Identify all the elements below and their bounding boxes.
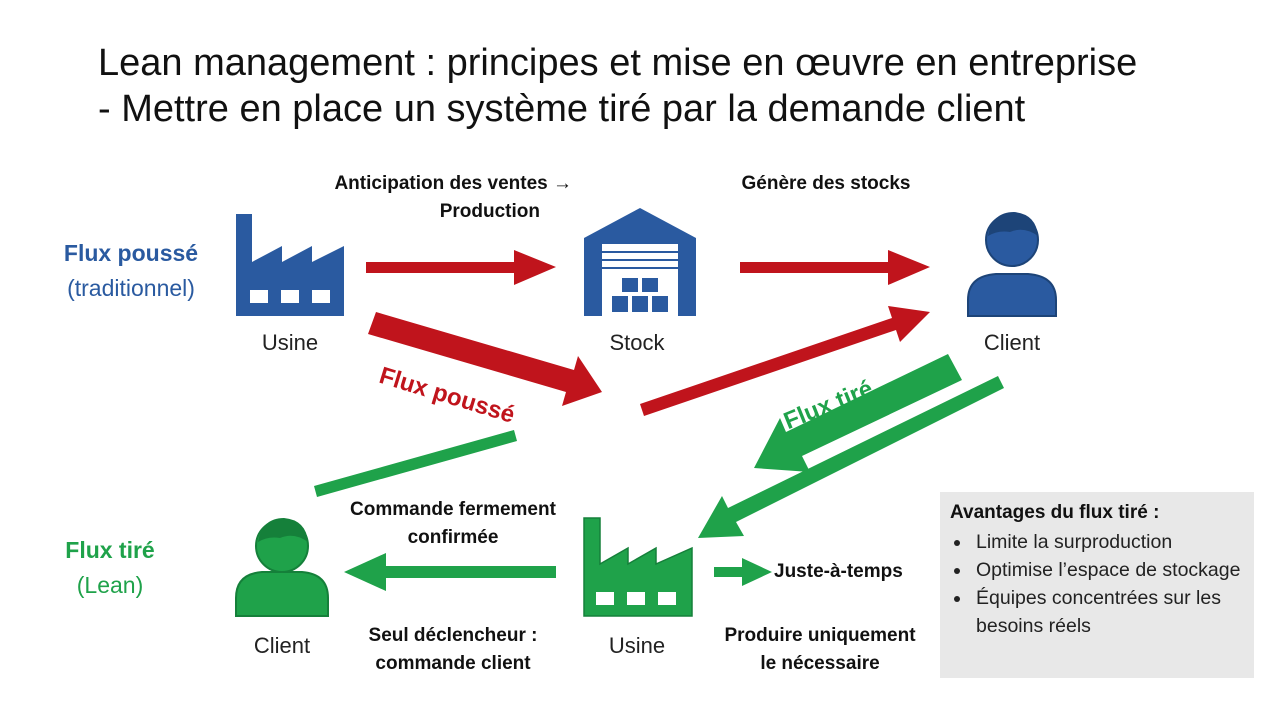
produire-line-1: Produire uniquement [724, 625, 916, 646]
push-diagonal-thin-arrow [640, 306, 930, 416]
benefit-item: Limite la surproduction [972, 528, 1244, 556]
pull-client-label: Client [253, 633, 311, 658]
commande-line-2: confirmée [407, 527, 499, 548]
anticipation-line-1: Anticipation des ventes → [334, 173, 572, 194]
push-flow-title: Flux poussé [63, 240, 199, 266]
declencheur-label: Seul déclencheur : commande client [340, 622, 566, 678]
page-title-line-2: - Mettre en place un système tiré par la… [98, 88, 1026, 130]
benefits-list: Limite la surproduction Optimise l’espac… [950, 528, 1244, 640]
page-title: Lean management : principes et mise en œ… [98, 40, 1248, 132]
commande-line-1: Commande fermement [350, 499, 556, 520]
anticipation-label: Anticipation des ventes → Production [296, 170, 572, 226]
pull-diagonal-thin-arrow [698, 376, 1004, 538]
page-title-line-1: Lean management : principes et mise en œ… [98, 42, 1138, 84]
pull-factory-label: Usine [608, 633, 666, 658]
benefits-title: Avantages du flux tiré : [950, 502, 1160, 523]
pull-factory-icon [583, 517, 693, 617]
stock-label: Stock [609, 330, 665, 355]
genere-stocks-label: Génère des stocks [741, 173, 911, 194]
pull-flow-subtitle: (Lean) [76, 572, 144, 598]
pull-arrow-juste-a-temps [714, 558, 772, 586]
benefit-item: Optimise l’espace de stockage [972, 556, 1244, 584]
push-client-label: Client [983, 330, 1041, 355]
push-flow-subtitle: (traditionnel) [67, 275, 195, 301]
declencheur-line-2: commande client [375, 653, 531, 674]
pull-diagonal-thick-arrow [754, 354, 962, 472]
pull-thin-line-to-client [314, 430, 517, 497]
anticipation-line-2: Production [439, 201, 540, 222]
pull-arrow-factory-to-client [344, 553, 556, 591]
push-arrow-factory-to-stock [366, 250, 556, 285]
pull-flow-title: Flux tiré [65, 537, 155, 563]
benefits-box: Avantages du flux tiré : Limite la surpr… [940, 492, 1254, 678]
produire-line-2: le nécessaire [760, 653, 880, 674]
push-factory-icon [236, 214, 344, 316]
pull-client-icon [235, 518, 329, 617]
benefit-item: Équipes concentrées sur les besoins réel… [972, 584, 1244, 640]
push-factory-label: Usine [261, 330, 319, 355]
push-diagonal-thick-arrow [368, 312, 602, 406]
push-arrow-stock-to-client [740, 250, 930, 285]
commande-label: Commande fermement confirmée [330, 496, 576, 552]
juste-a-temps-label: Juste-à-temps [774, 561, 903, 582]
produire-label: Produire uniquement le nécessaire [704, 622, 936, 678]
push-client-icon [967, 212, 1057, 317]
declencheur-line-1: Seul déclencheur : [368, 625, 538, 646]
warehouse-icon [584, 208, 696, 316]
